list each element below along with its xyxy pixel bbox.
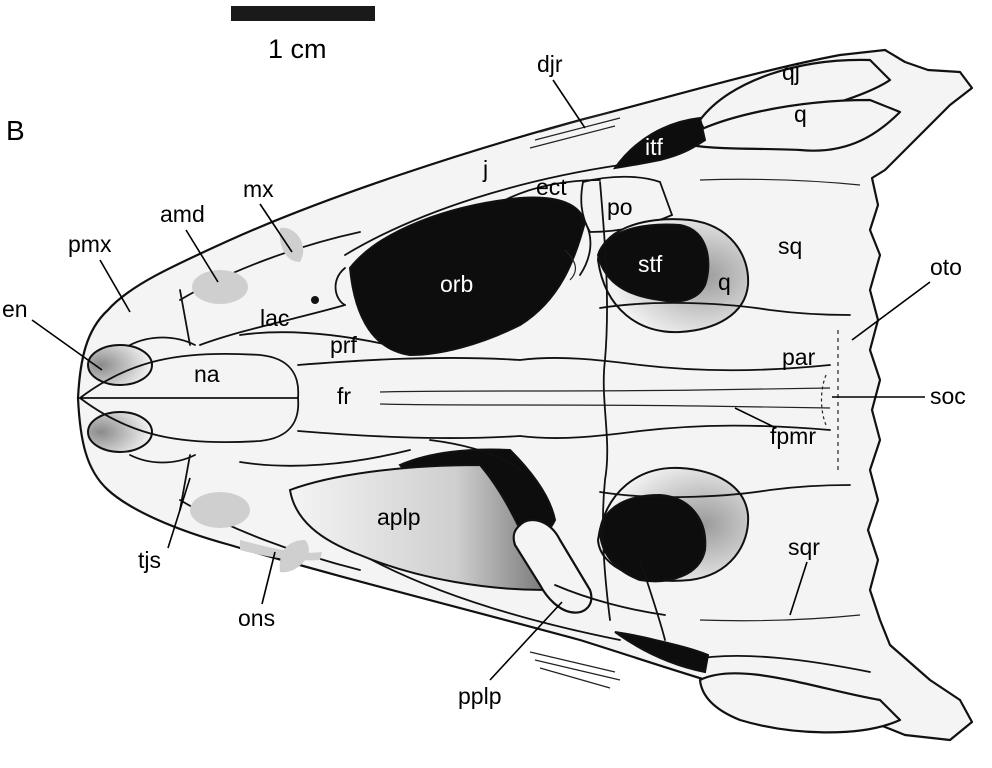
label-qj: qj xyxy=(782,59,800,85)
label-sqr: sqr xyxy=(788,534,820,560)
label-itf: itf xyxy=(645,134,664,160)
label-orb: orb xyxy=(440,271,473,297)
scale-bar xyxy=(231,6,375,21)
label-q-mid: q xyxy=(718,269,731,295)
lacrimal-foramen xyxy=(311,296,319,304)
label-po: po xyxy=(607,194,633,220)
orbit xyxy=(348,196,587,357)
label-djr: djr xyxy=(537,51,563,77)
label-amd: amd xyxy=(160,201,205,227)
label-ons: ons xyxy=(238,605,275,631)
panel-letter: B xyxy=(6,115,25,146)
label-fpmr: fpmr xyxy=(770,423,816,449)
supratemporal-fenestra xyxy=(596,223,710,303)
label-tjs: tjs xyxy=(138,547,161,573)
label-oto: oto xyxy=(930,254,962,280)
external-naris-lower xyxy=(87,411,153,453)
label-stf: stf xyxy=(638,251,663,277)
label-q-top: q xyxy=(794,101,807,127)
label-lac: lac xyxy=(260,305,289,331)
maxilla-pit xyxy=(279,227,304,262)
label-sq: sq xyxy=(778,233,802,259)
supratemporal-fenestra-lower xyxy=(598,493,707,583)
label-mx: mx xyxy=(243,176,274,202)
scale-bar-label: 1 cm xyxy=(268,34,327,64)
external-naris xyxy=(87,344,153,386)
infratemporal-fenestra xyxy=(612,116,707,170)
label-j: j xyxy=(482,156,488,182)
label-fr: fr xyxy=(337,383,351,409)
ornamentation-patch xyxy=(190,492,250,528)
quadrate-upper xyxy=(688,98,902,152)
antorbital-depression xyxy=(192,270,248,304)
label-en: en xyxy=(2,296,28,322)
label-pplp: pplp xyxy=(458,683,501,709)
label-soc: soc xyxy=(930,383,966,409)
quadratojugal-lower xyxy=(698,672,902,734)
ornamentation-groove xyxy=(240,540,322,561)
infratemporal-fenestra-lower xyxy=(614,631,710,674)
label-pmx: pmx xyxy=(68,231,112,257)
label-aplp: aplp xyxy=(377,504,420,530)
label-ect: ect xyxy=(536,174,567,200)
label-par: par xyxy=(782,344,816,370)
posterior-process xyxy=(512,518,593,614)
skull-outline xyxy=(76,48,974,742)
label-prf: prf xyxy=(330,332,357,358)
label-na: na xyxy=(194,361,220,387)
